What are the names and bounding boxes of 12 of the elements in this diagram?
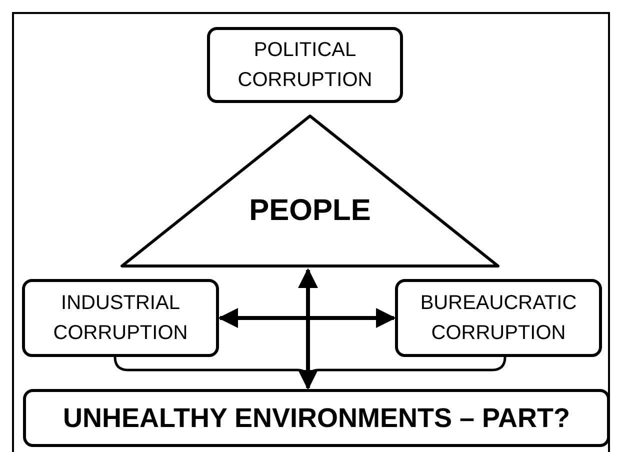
rounded-box — [22, 279, 219, 357]
double-arrow — [218, 308, 396, 328]
rounded-box — [23, 389, 610, 447]
rounded-box — [395, 279, 602, 357]
triangle-shape — [120, 114, 500, 268]
rounded-box — [207, 27, 403, 103]
box-label: UNHEALTHY ENVIRONMENTS – PART? — [62, 402, 570, 435]
double-arrow — [298, 268, 318, 390]
box-label: INDUSTRIAL CORRUPTION — [52, 291, 189, 346]
triangle-label: PEOPLE — [248, 193, 372, 229]
box-label: POLITICAL CORRUPTION — [236, 38, 374, 93]
box-label: BUREAUCRATIC CORRUPTION — [419, 291, 578, 346]
